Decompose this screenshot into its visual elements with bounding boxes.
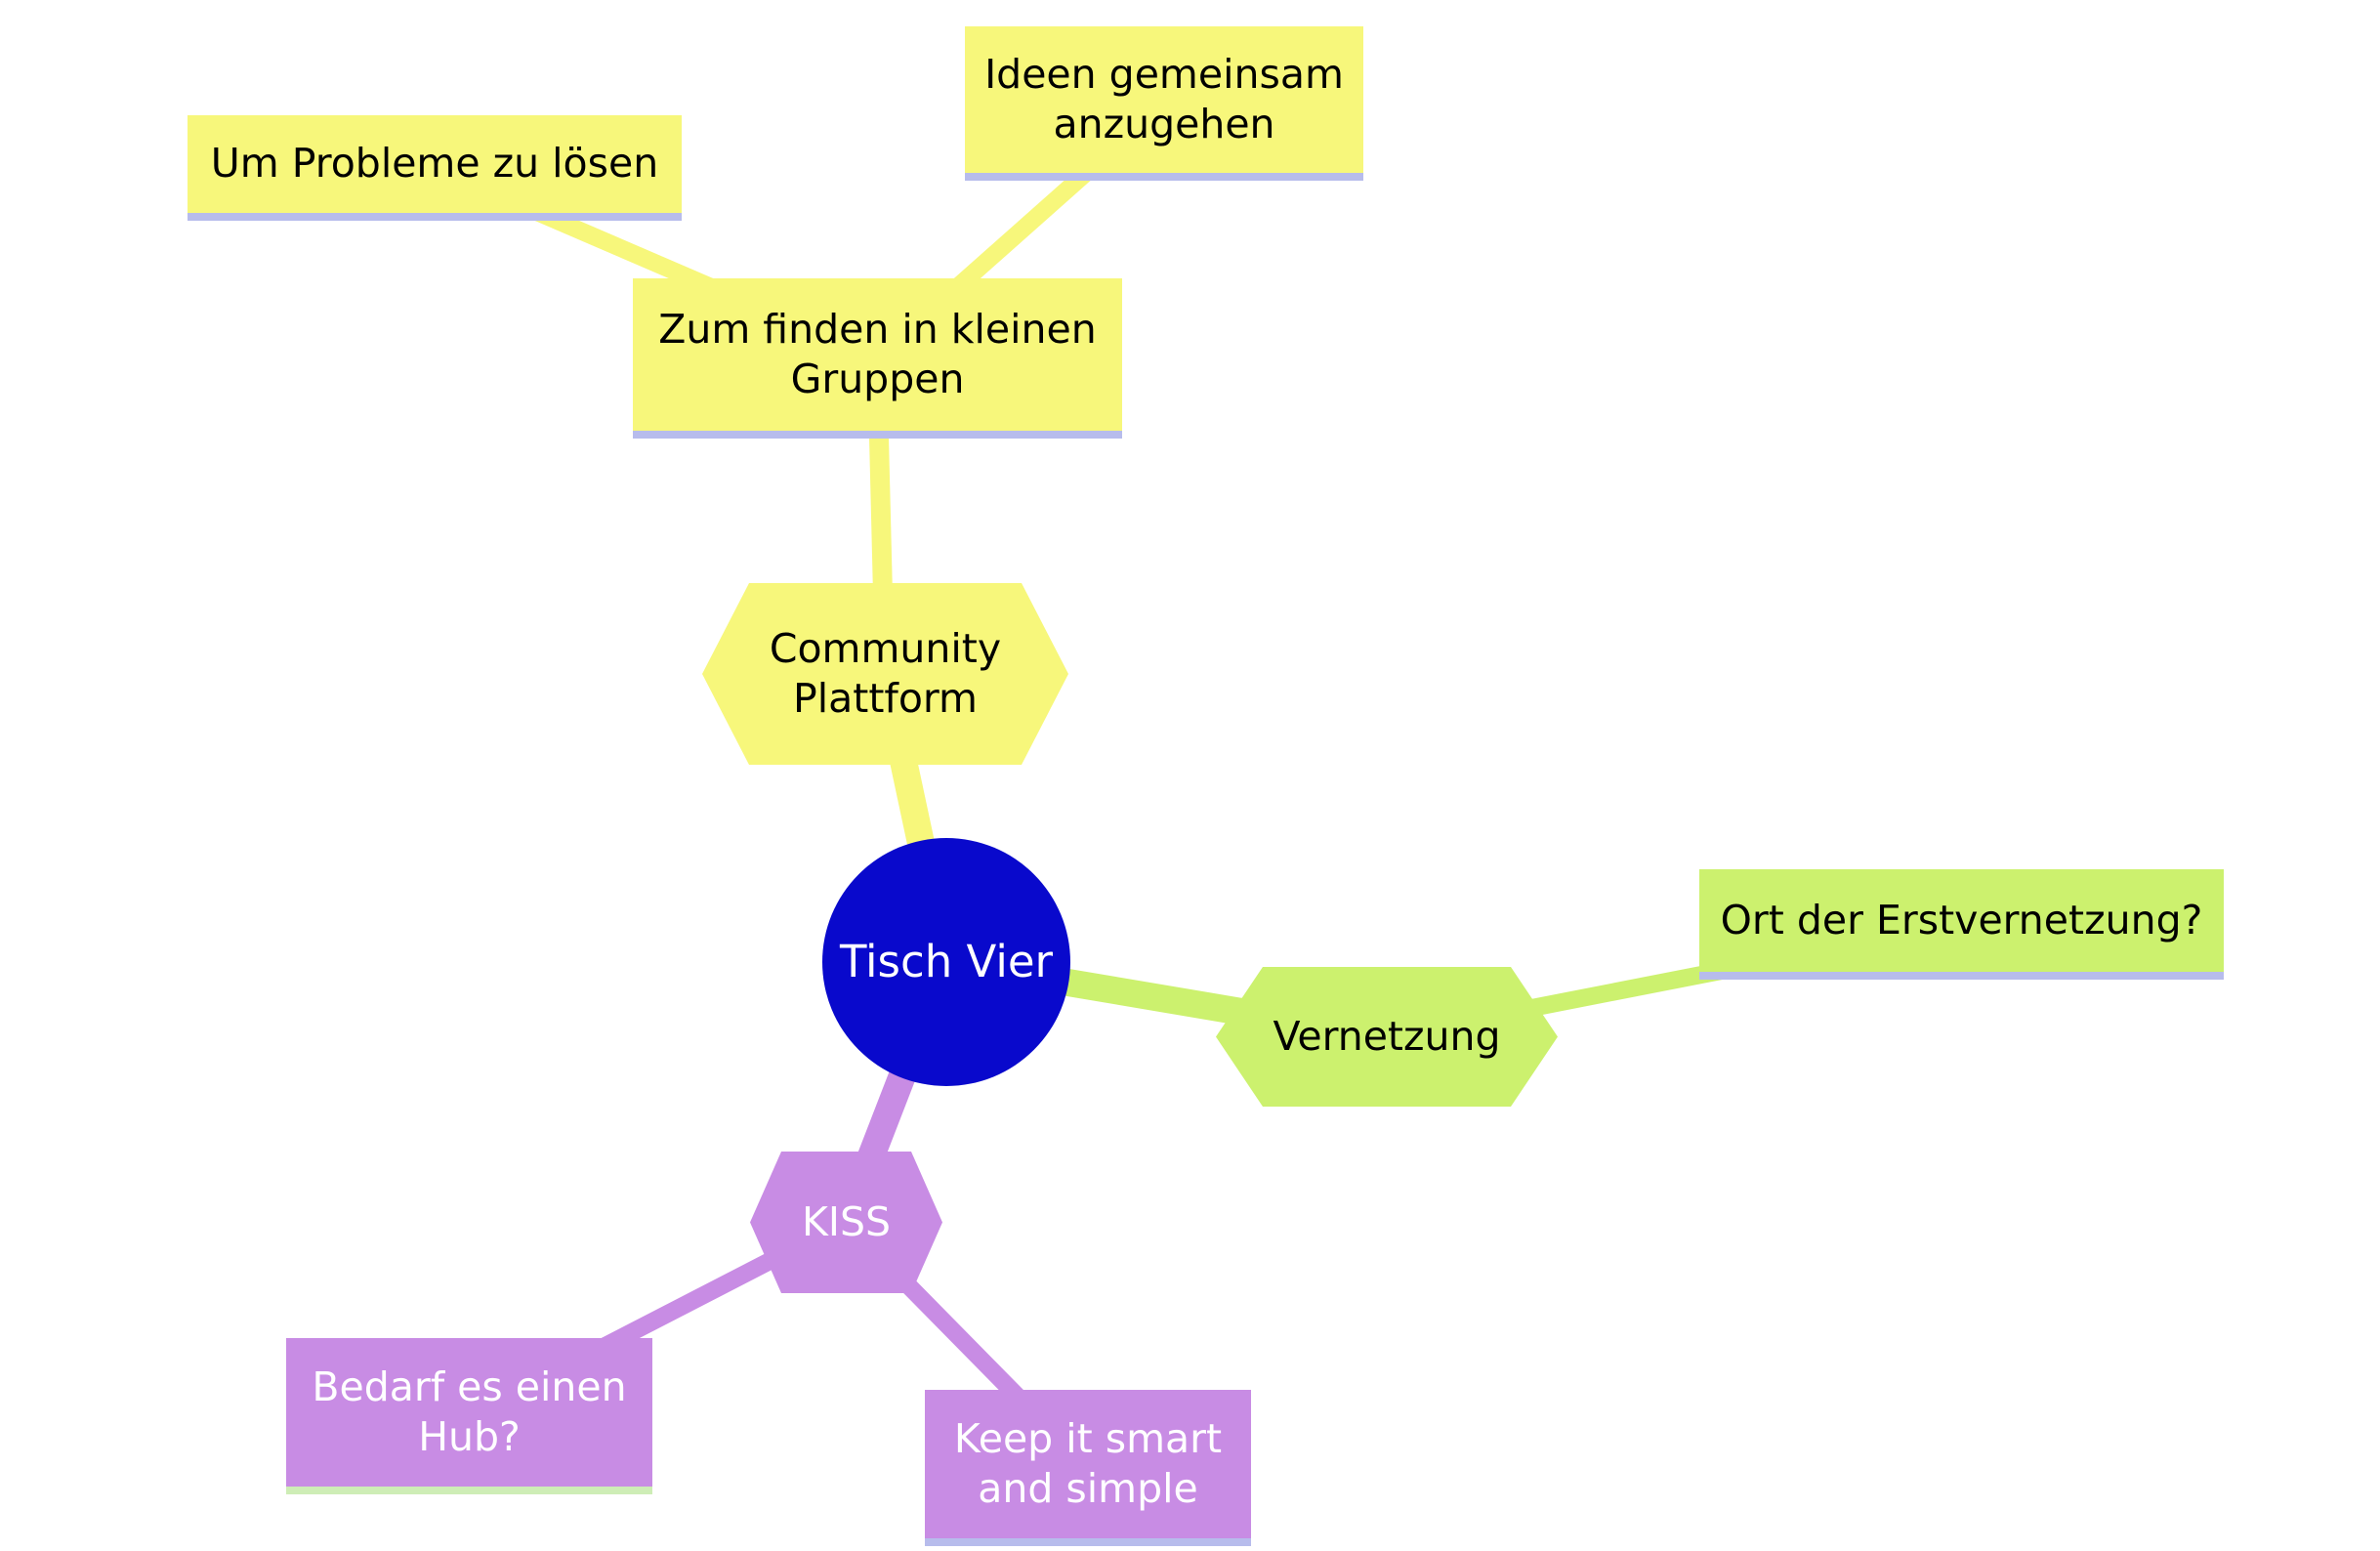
node-ort-der-erstvernetzung[interactable]: Ort der Erstvernetzung? [1699, 869, 2224, 980]
node-ideen-gemeinsam[interactable]: Ideen gemeinsam anzugehen [965, 26, 1363, 181]
node-vernetzung[interactable]: Vernetzung [1216, 967, 1558, 1107]
node-kiss[interactable]: KISS [750, 1152, 942, 1293]
node-bedarf-hub[interactable]: Bedarf es einen Hub? [286, 1338, 652, 1494]
node-zum-finden[interactable]: Zum finden in kleinen Gruppen [633, 278, 1122, 439]
node-keep-it-smart[interactable]: Keep it smart and simple [925, 1390, 1251, 1546]
node-root-tisch-vier[interactable]: Tisch Vier [822, 838, 1070, 1086]
node-um-probleme[interactable]: Um Probleme zu lösen [188, 115, 682, 221]
node-community-plattform[interactable]: Community Plattform [702, 583, 1068, 765]
